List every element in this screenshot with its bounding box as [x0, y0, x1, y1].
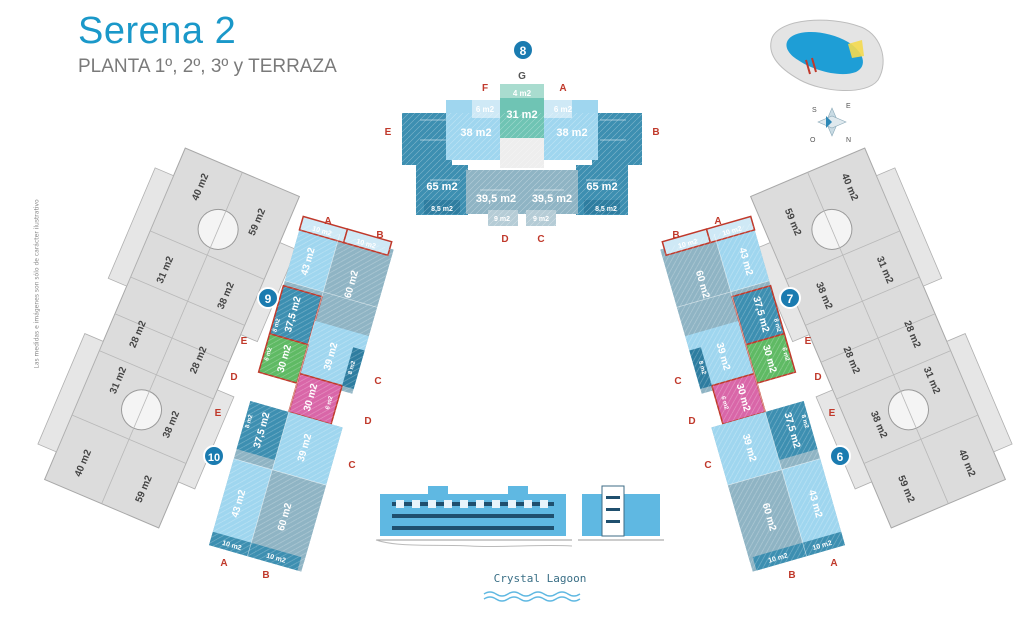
- svg-text:8 m2: 8 m2: [800, 414, 810, 429]
- label-8-31m2: 31 m2: [506, 109, 537, 121]
- svg-text:6 m2: 6 m2: [264, 346, 274, 361]
- svg-text:D: D: [230, 372, 237, 383]
- unit-8-c-39[interactable]: [522, 170, 578, 214]
- facade-elevation-long: [375, 486, 573, 548]
- svg-text:D: D: [501, 234, 508, 245]
- building-6-badge: [829, 445, 851, 467]
- svg-text:C: C: [537, 234, 544, 245]
- svg-text:A: A: [830, 558, 837, 569]
- svg-text:D: D: [814, 372, 821, 383]
- svg-text:B: B: [672, 230, 679, 241]
- svg-text:A: A: [559, 83, 566, 94]
- building-8-badge: [514, 41, 532, 59]
- svg-text:E: E: [241, 336, 248, 347]
- svg-text:6 m2: 6 m2: [719, 396, 729, 411]
- compass-e: E: [846, 103, 851, 110]
- unit-8-g-terrace[interactable]: [500, 84, 544, 98]
- svg-text:B: B: [652, 127, 659, 138]
- brand-waves: [483, 591, 581, 602]
- svg-text:E: E: [215, 408, 222, 419]
- svg-text:8 m2: 8 m2: [772, 318, 782, 333]
- svg-text:D: D: [364, 416, 371, 427]
- label-8-9m2-right: 9 m2: [533, 216, 549, 223]
- svg-text:7: 7: [787, 292, 794, 306]
- svg-text:8: 8: [520, 44, 527, 58]
- unit-8-d-39[interactable]: [466, 170, 522, 214]
- compass-rose: S E O N: [810, 103, 851, 144]
- svg-text:8 m2: 8 m2: [697, 360, 707, 375]
- svg-text:6: 6: [837, 450, 844, 464]
- svg-text:A: A: [324, 216, 331, 227]
- svg-text:9: 9: [265, 292, 272, 306]
- label-8-6m2-left: 6 m2: [476, 105, 495, 114]
- plan-subtitle: PLANTA 1º, 2º, 3º y TERRAZA: [78, 56, 337, 77]
- svg-text:8 m2: 8 m2: [245, 414, 255, 429]
- svg-text:B: B: [788, 570, 795, 581]
- svg-text:A: A: [220, 558, 227, 569]
- unit-8-e-left[interactable]: [402, 113, 452, 165]
- building-7-badge: [779, 287, 801, 309]
- svg-text:B: B: [376, 230, 383, 241]
- unit-8-b-right[interactable]: [592, 113, 642, 165]
- svg-text:C: C: [704, 460, 711, 471]
- svg-text:8 m2: 8 m2: [272, 317, 282, 332]
- compass-s: S: [812, 107, 817, 114]
- svg-text:C: C: [374, 376, 381, 387]
- label-8-8m2-left: 8,5 m2: [431, 206, 453, 213]
- building-9-badge: [257, 287, 279, 309]
- label-8-8m2-right: 8,5 m2: [595, 206, 617, 213]
- svg-text:A: A: [714, 216, 721, 227]
- svg-text:8 m2: 8 m2: [348, 360, 358, 375]
- brand-crystal-lagoon: Crystal Lagoon: [493, 572, 587, 585]
- label-8-39m2-right: 39,5 m2: [532, 193, 572, 205]
- svg-text:E: E: [829, 408, 836, 419]
- svg-text:10: 10: [208, 452, 220, 464]
- svg-text:6 m2: 6 m2: [325, 395, 335, 410]
- label-8-39m2-left: 39,5 m2: [476, 193, 516, 205]
- lagoon-location-map: [770, 19, 884, 91]
- svg-text:C: C: [674, 376, 681, 387]
- compass-n: N: [846, 137, 851, 144]
- facade-elevation-short: [578, 485, 664, 541]
- building-10-badge: [203, 445, 225, 467]
- svg-text:E: E: [385, 127, 392, 138]
- label-8-38m2-left: 38 m2: [460, 127, 491, 139]
- label-8-9m2-left: 9 m2: [494, 216, 510, 223]
- label-8-38m2-right: 38 m2: [556, 127, 587, 139]
- compass-o: O: [810, 137, 816, 144]
- svg-text:F: F: [482, 83, 488, 94]
- svg-text:C: C: [348, 460, 355, 471]
- svg-text:D: D: [688, 416, 695, 427]
- svg-text:E: E: [805, 336, 812, 347]
- svg-text:G: G: [518, 71, 526, 82]
- svg-text:B: B: [262, 570, 269, 581]
- label-8-4m2: 4 m2: [513, 89, 532, 98]
- label-8-65m2-right: 65 m2: [586, 181, 617, 193]
- plan-title: Serena 2: [78, 10, 237, 52]
- label-8-65m2-left: 65 m2: [426, 181, 457, 193]
- label-8-6m2-right: 6 m2: [554, 105, 573, 114]
- svg-text:6 m2: 6 m2: [780, 347, 790, 362]
- building-8: 8 4 m2 6 m2 31 m2 6 m2 38 m2 38 m2 65 m2…: [385, 41, 660, 245]
